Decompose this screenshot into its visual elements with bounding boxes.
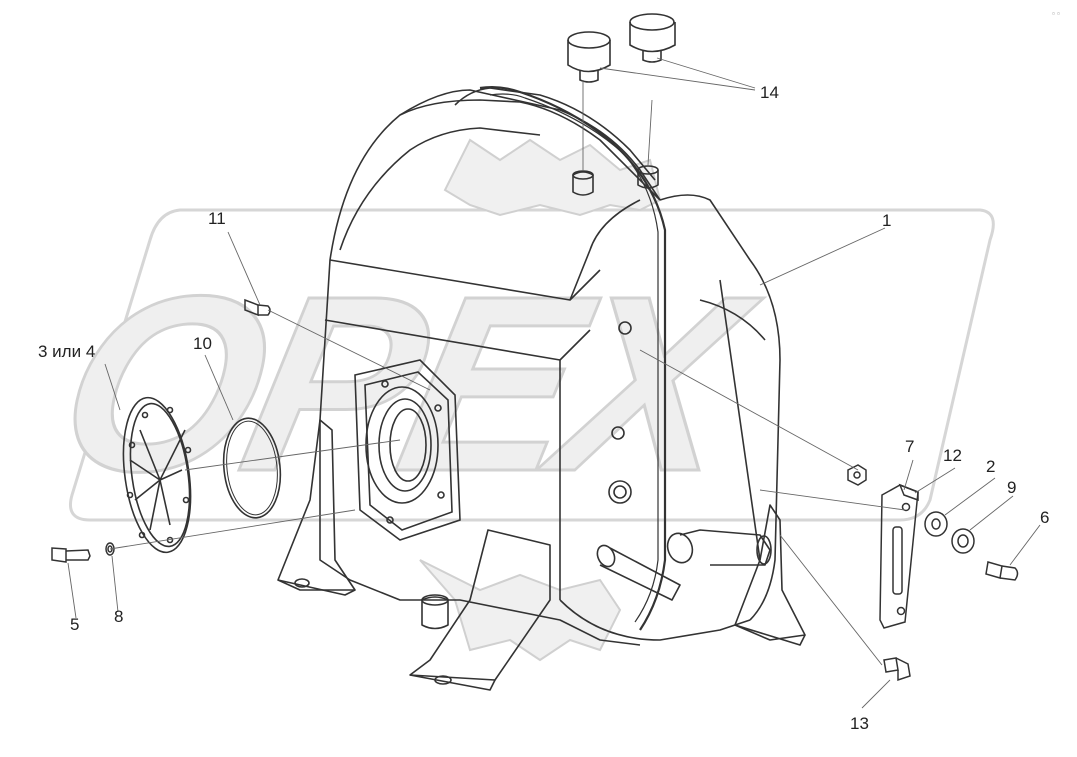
callout-12: 12 xyxy=(943,446,962,465)
callout-11: 11 xyxy=(208,209,226,228)
callout-3or4: 3 или 4 xyxy=(38,342,96,361)
cap-14 xyxy=(567,13,676,83)
washer-9 xyxy=(951,528,975,554)
callout-10: 10 xyxy=(193,334,212,353)
callout-13: 13 xyxy=(850,714,869,733)
tank-port-flange xyxy=(354,359,461,541)
o-ring-inner xyxy=(226,420,278,516)
bolt-6 xyxy=(985,561,1019,581)
callout-2: 2 xyxy=(986,457,996,476)
mounting-feet xyxy=(277,419,806,691)
callout-8: 8 xyxy=(114,607,124,626)
tank-body xyxy=(319,86,781,646)
cover-plate xyxy=(122,396,192,554)
o-ring xyxy=(222,417,282,519)
leader-lines xyxy=(67,57,1041,709)
callout-5: 5 xyxy=(70,615,80,634)
corner-mark: ▫ ▫ xyxy=(1052,9,1060,18)
callout-6: 6 xyxy=(1040,508,1050,527)
nut-12 xyxy=(847,464,867,486)
callout-1: 1 xyxy=(882,211,892,230)
level-indicator-7 xyxy=(879,483,919,629)
callout-9: 9 xyxy=(1007,478,1017,497)
plug-11 xyxy=(244,298,271,317)
tank-pipes xyxy=(596,529,772,601)
washer-2 xyxy=(924,511,948,537)
callout-7: 7 xyxy=(905,437,915,456)
bolt-5 xyxy=(51,547,91,563)
opex-watermark: OPEX xyxy=(37,138,995,662)
plug-13 xyxy=(883,657,911,682)
callout-14: 14 xyxy=(760,83,779,102)
